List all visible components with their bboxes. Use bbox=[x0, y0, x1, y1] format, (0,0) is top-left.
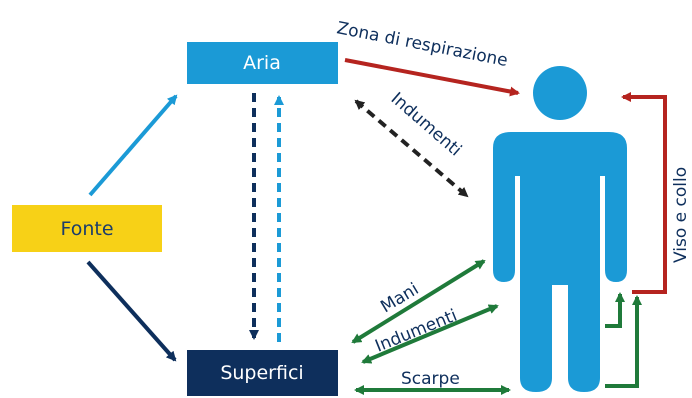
arrow-fonte-superfici bbox=[86, 260, 177, 362]
arrow-leg-elbow bbox=[605, 295, 642, 388]
arrow-viso-collo bbox=[621, 92, 667, 294]
node-fonte: Fonte bbox=[12, 205, 162, 252]
node-fonte-label: Fonte bbox=[60, 218, 113, 240]
node-superfici-label: Superfici bbox=[220, 362, 303, 384]
person-head bbox=[533, 66, 587, 120]
label-indumenti-aria: Indumenti bbox=[387, 89, 465, 161]
node-superfici: Superfici bbox=[187, 350, 338, 396]
arrow-fonte-aria bbox=[88, 94, 178, 197]
node-superfici-box bbox=[187, 350, 338, 396]
node-aria: Aria bbox=[187, 42, 338, 84]
arrow-indumenti-aria bbox=[354, 99, 469, 198]
node-fonte-box bbox=[12, 205, 162, 252]
arrow-hand-elbow bbox=[605, 292, 625, 328]
person-body bbox=[493, 132, 627, 392]
arrow-zona-respirazione bbox=[344, 58, 520, 97]
node-aria-label: Aria bbox=[243, 52, 281, 74]
person-figure bbox=[493, 66, 627, 392]
label-scarpe: Scarpe bbox=[401, 369, 460, 389]
label-viso-collo: Viso e collo bbox=[671, 167, 691, 263]
arrow-indumenti-superfici bbox=[361, 304, 499, 364]
node-aria-box bbox=[187, 42, 338, 84]
